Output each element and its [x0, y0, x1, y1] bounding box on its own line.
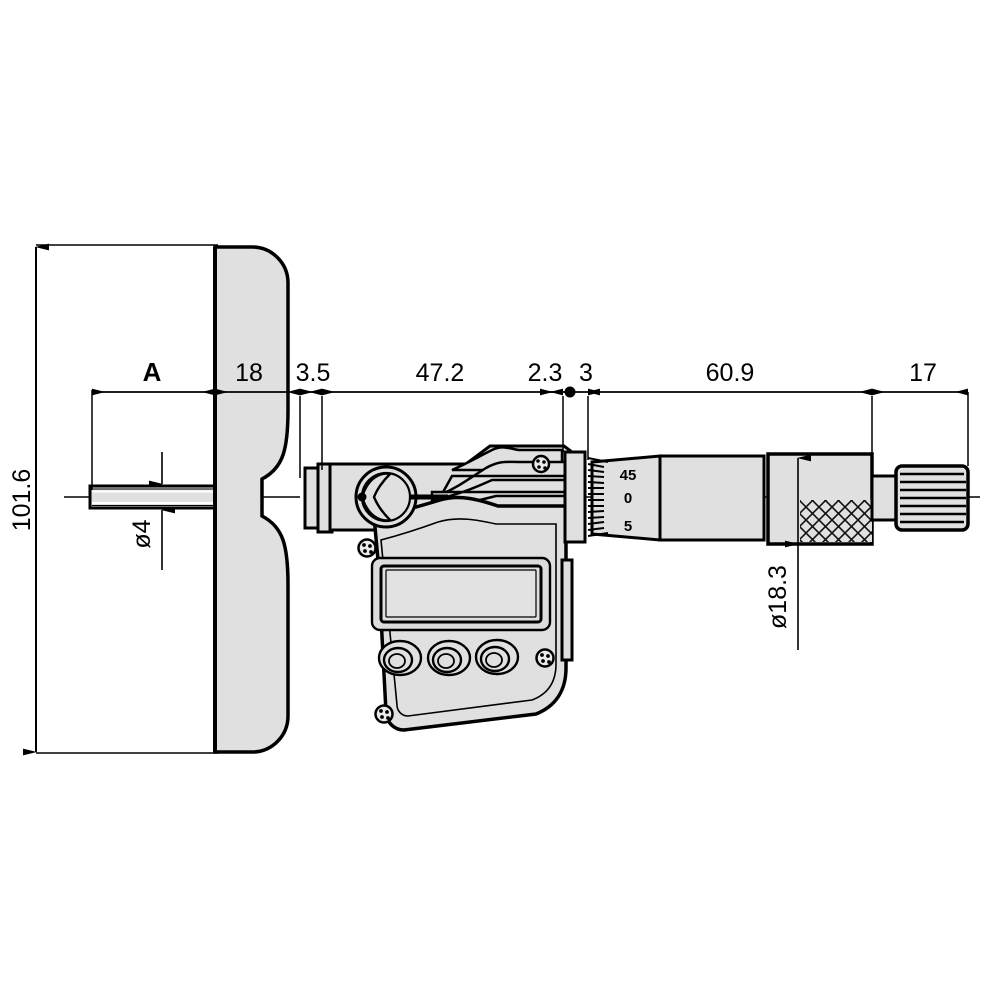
collar	[303, 462, 334, 534]
button-origin[interactable]	[377, 639, 423, 677]
measuring-rod	[88, 484, 220, 510]
thimble-scale-lower: 5	[624, 518, 632, 535]
screw-top-right	[531, 454, 551, 474]
clamp-ring	[354, 465, 448, 529]
dimension-label-A: A	[143, 357, 162, 387]
button-zero[interactable]	[426, 639, 472, 677]
dimension-label-rod-diameter: ø4	[128, 519, 156, 548]
dimension-label-barrel-diameter: ø18.3	[764, 565, 792, 629]
clamp-section	[563, 450, 587, 544]
dimension-label-collar: 3.5	[296, 359, 331, 387]
dimension-label-sleeve-step: 3	[579, 359, 593, 387]
dimension-dot-marker	[564, 386, 576, 398]
screw-lower-right	[535, 648, 555, 668]
ratchet-ribs	[900, 472, 966, 524]
dimension-label-ratchet-length: 17	[909, 359, 937, 387]
dimension-label-base-thickness: 18	[235, 359, 263, 387]
ratchet-stop	[870, 464, 970, 532]
base-flange	[213, 245, 290, 754]
dimension-label-body-length: 47.2	[416, 359, 465, 387]
thimble-scale-upper: 45	[620, 467, 637, 484]
dimension-label-clamp: 2.3	[528, 359, 563, 387]
dimension-rod-diameter: ø4	[128, 452, 175, 570]
dimension-chain-horizontal: A 18 3.5 47.2 2.3 3 60.9 17	[91, 357, 969, 490]
sleeve-graduations	[587, 457, 609, 537]
button-hold[interactable]	[474, 638, 520, 676]
dimension-label-overall-height: 101.6	[8, 469, 36, 532]
dimension-label-barrel-length: 60.9	[706, 359, 755, 387]
sleeve: 45 0 5	[587, 454, 662, 542]
screw-upper-left	[357, 538, 377, 558]
display-side-tab	[560, 558, 574, 662]
thimble-scale-middle: 0	[624, 490, 632, 507]
dimension-barrel-diameter: ø18.3	[764, 454, 811, 650]
lcd-display	[370, 556, 552, 632]
barrel-middle	[658, 454, 766, 542]
dimension-overall-height: 101.6	[8, 243, 218, 756]
screw-bottom-left	[374, 704, 394, 724]
thimble	[766, 452, 874, 546]
